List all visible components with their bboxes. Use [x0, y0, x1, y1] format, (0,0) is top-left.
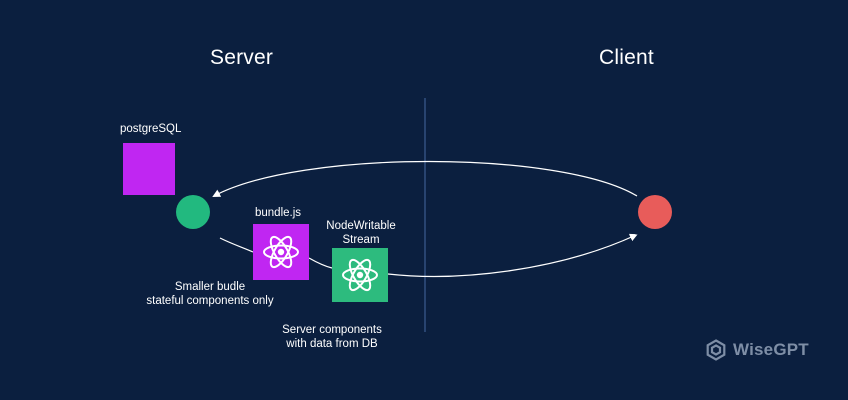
server-node — [176, 195, 210, 229]
server-heading: Server — [210, 46, 274, 69]
client-node — [638, 195, 672, 229]
wisegpt-logo-icon — [706, 339, 726, 361]
response-arrow-mid — [308, 257, 333, 269]
server-components-caption-line1: Server components — [282, 324, 382, 336]
response-arrow-left — [219, 237, 254, 253]
bundle-label: bundle.js — [255, 207, 302, 219]
stream-label-line1: NodeWritable — [326, 220, 396, 232]
database-label: postgreSQL — [120, 123, 182, 135]
brand-logo: WiseGPT — [705, 339, 809, 361]
database-square — [123, 143, 175, 195]
brand-name: WiseGPT — [733, 340, 809, 359]
stream-label-line2: Stream — [342, 234, 380, 246]
server-components-caption-line2: with data from DB — [286, 338, 378, 350]
smaller-bundle-caption-line2: stateful components only — [146, 295, 274, 307]
response-arrow-right — [387, 233, 638, 277]
client-heading: Client — [599, 46, 654, 69]
request-arrow — [212, 160, 638, 197]
smaller-bundle-caption-line1: Smaller budle — [174, 281, 246, 293]
